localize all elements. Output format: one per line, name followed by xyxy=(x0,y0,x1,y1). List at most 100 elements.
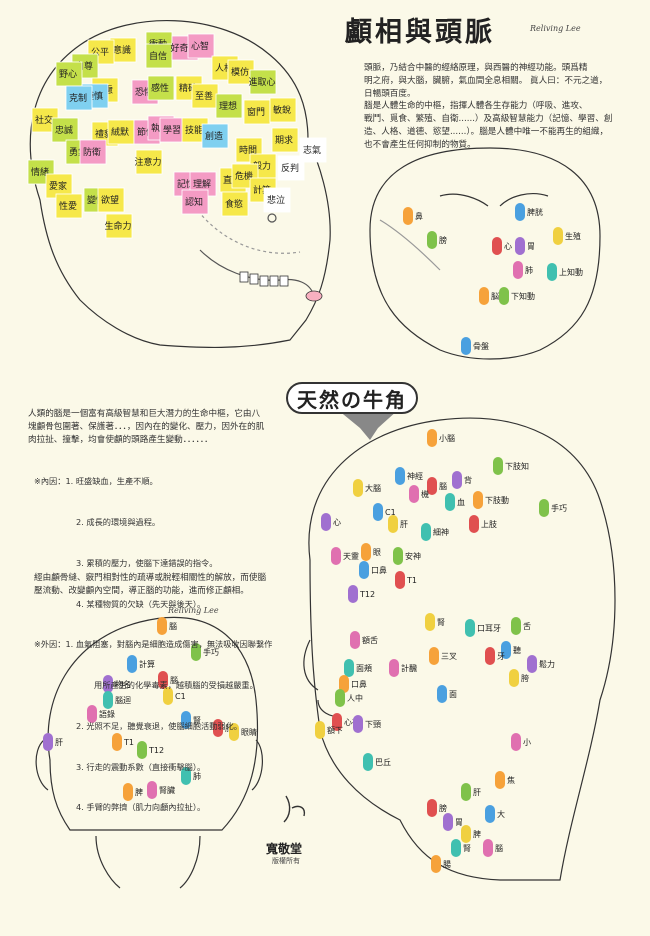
list-item: 4. 某種物質的欠缺（先天與後天）。 xyxy=(76,598,206,609)
acupoint-marker xyxy=(191,643,201,661)
region-tile xyxy=(271,127,299,153)
acupoint-marker xyxy=(43,733,53,751)
text-line: 壓流動、改變顱內空間，導正腦的功能，進而修正顱相。 xyxy=(34,586,249,596)
acupoint-label: 下肢知 xyxy=(505,461,529,471)
back-head-marks: 腦手巧計算腦物名C1腦迴語錄T1T12腎肝肝眼睛肺腎臟脾 xyxy=(43,617,257,801)
acupoint-marker xyxy=(393,547,403,565)
acupoint-marker xyxy=(539,499,549,517)
acupoint-label: 腸 xyxy=(443,860,451,869)
acupoint-label: 口鼻 xyxy=(371,565,387,575)
acupoint-marker xyxy=(427,477,437,495)
acupoint-label: 機 xyxy=(421,489,429,499)
acupoint-label: 脾胱 xyxy=(527,207,543,217)
list-item: 2. 光照不足，聽覺衰退，使腦細胞活動弱化。 xyxy=(76,720,242,731)
acupoint-label: 計算 xyxy=(139,659,155,669)
region-label: 社交 xyxy=(35,114,53,126)
list-item: 1. 旺盛缺血，生產不順。 xyxy=(65,476,158,487)
acupoint-marker xyxy=(359,561,369,579)
region-tile xyxy=(201,123,229,149)
teeth-group xyxy=(239,271,323,302)
acupoint-marker xyxy=(515,237,525,255)
acupoint-marker xyxy=(527,655,537,673)
region-tile xyxy=(191,83,219,109)
acupoint-label: 額舌 xyxy=(362,635,378,645)
back-head xyxy=(35,616,263,889)
acupoint-marker xyxy=(332,713,342,731)
text-line: 經由顱骨縫、竅門相對性的疏導或脫輕相關性的解放，而使腦 xyxy=(34,573,267,583)
acupoint-marker xyxy=(213,719,223,737)
acupoint-label: 巴丘 xyxy=(375,758,391,767)
acupoint-marker xyxy=(451,839,461,857)
acupoint-label: 腎 xyxy=(437,618,445,627)
acupoint-marker xyxy=(373,503,383,521)
region-tile xyxy=(97,187,125,213)
acupoint-label: 大 xyxy=(497,809,505,819)
region-label: 窗門 xyxy=(247,106,265,118)
face-outline xyxy=(369,147,601,360)
signature: Reliving Lee xyxy=(530,24,581,33)
acupoint-marker xyxy=(427,429,437,447)
tooth xyxy=(259,275,269,287)
acupoint-label: 細神 xyxy=(433,527,449,537)
page-title: 顱相與頭脈 xyxy=(345,17,495,48)
region-label: 絨默 xyxy=(111,126,129,138)
acupoint-label: T1 xyxy=(406,576,417,585)
acupoint-label: 天靈 xyxy=(343,552,359,561)
acupoint-marker xyxy=(443,813,453,831)
intro-paragraph: 人類的腦是一個富有高級智慧和巨大潛力的生命中樞，它由八 塊顱骨包圍著、保護著．．… xyxy=(28,408,288,447)
region-label: 進取心 xyxy=(248,76,275,88)
region-tile xyxy=(181,189,209,215)
acupoint-label: 胯 xyxy=(521,673,529,683)
region-label: 時間 xyxy=(239,145,257,156)
list-item: 用所產生的化學毒素，越積腦的受損越嚴重。 xyxy=(94,680,258,691)
region-tile xyxy=(221,191,249,217)
acupoint-marker xyxy=(339,675,349,693)
acupoint-marker xyxy=(513,261,523,279)
list-item: 1. 血氣阻塞，對腦內是細胞造成傷害，無法吸收因聯繫作 xyxy=(65,639,273,650)
region-label: 自信 xyxy=(149,50,167,62)
acupoint-label: 脾 xyxy=(473,829,481,839)
acupoint-label: 牙 xyxy=(497,652,505,661)
tooth xyxy=(239,271,249,283)
acupoint-label: 小 xyxy=(523,738,531,747)
acupoint-label: 下知動 xyxy=(511,291,535,301)
lips xyxy=(305,290,323,302)
acupoint-marker xyxy=(348,585,358,603)
tooth xyxy=(249,273,259,285)
acupoint-label: 手巧 xyxy=(551,503,567,513)
region-label: 情緒 xyxy=(31,166,49,178)
acupoint-marker xyxy=(331,547,341,565)
region-tile xyxy=(145,43,173,69)
acupoint-marker xyxy=(425,613,435,631)
region-tile xyxy=(277,155,305,181)
text-line: 塊顱骨包圍著、保護著．．．，因內在的變化、壓力，因外在的肌 xyxy=(28,422,265,432)
acupoint-marker xyxy=(485,805,495,823)
acupoint-marker xyxy=(461,337,471,355)
region-label: 意識 xyxy=(113,44,131,56)
acupoint-label: 腎 xyxy=(463,844,471,853)
front-face-marks: 鼻膀脾胱心胃生殖上知動肺脳壯下知動骨盤 xyxy=(403,203,583,355)
region-label: 感性 xyxy=(151,82,169,94)
acupoint-marker xyxy=(553,227,563,245)
acupoint-marker xyxy=(103,691,113,709)
acupoint-label: 腦 xyxy=(170,675,178,685)
acupoint-label: 肺 xyxy=(193,772,201,781)
region-label: 危機 xyxy=(235,170,253,182)
acupoint-marker xyxy=(461,825,471,843)
text-line: 頭脈，乃結合中醫的經絡原理，與西醫的神經功能。頭爲精 xyxy=(364,63,588,73)
acupoint-marker xyxy=(87,705,97,723)
acupoint-marker xyxy=(395,467,405,485)
acupoint-label: 大腦 xyxy=(365,483,381,493)
acupoint-label: 下頸 xyxy=(365,720,381,729)
acupoint-label: 焦 xyxy=(507,775,515,785)
region-tile xyxy=(79,139,107,165)
region-label: 心智 xyxy=(191,40,209,52)
acupoint-marker xyxy=(403,207,413,225)
acupoint-label: 心 xyxy=(504,242,512,251)
acupoint-label: 上知動 xyxy=(559,267,583,277)
region-label: 至善 xyxy=(195,90,213,102)
acupoint-label: 生殖 xyxy=(565,231,581,241)
acupoint-marker xyxy=(547,263,557,281)
region-tile xyxy=(243,99,271,125)
